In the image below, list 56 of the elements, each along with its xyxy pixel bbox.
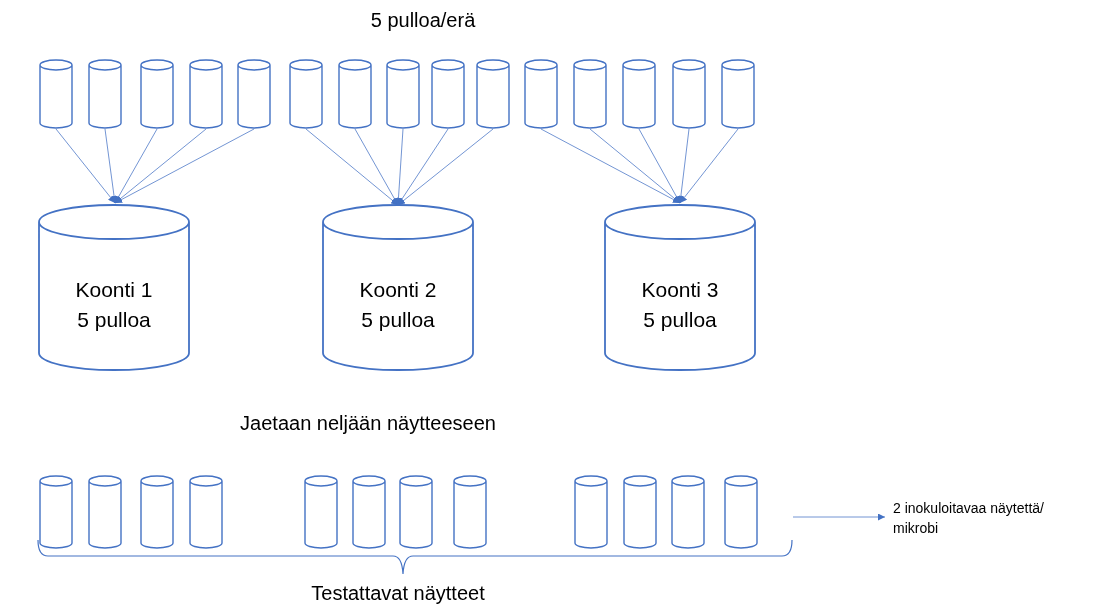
cylinder bbox=[39, 59, 73, 129]
text-label: Testattavat näytteet bbox=[311, 581, 485, 605]
arrow bbox=[104, 128, 118, 204]
node-text: 5 pulloa bbox=[643, 306, 717, 333]
node-text: 2 inokuloitavaa näytettä/ mikrobi bbox=[893, 499, 1045, 538]
cylinder bbox=[386, 59, 420, 129]
cylinder bbox=[322, 204, 474, 371]
node-text: Koonti 3 bbox=[641, 276, 719, 303]
cylinder bbox=[431, 59, 465, 129]
arrow bbox=[397, 128, 494, 206]
arrow bbox=[114, 128, 158, 204]
cylinder bbox=[38, 204, 190, 371]
cylinder bbox=[352, 475, 386, 549]
node-text: 5 pulloa bbox=[77, 306, 151, 333]
cylinder bbox=[671, 475, 705, 549]
cylinder bbox=[524, 59, 558, 129]
text-label: 5 pulloa/erä bbox=[370, 8, 476, 32]
arrow bbox=[589, 128, 681, 204]
cylinder bbox=[189, 59, 223, 129]
cylinder bbox=[623, 475, 657, 549]
cylinder bbox=[237, 59, 271, 129]
cylinder bbox=[304, 475, 338, 549]
cylinder bbox=[189, 475, 223, 549]
text-label: Jaetaan neljään näytteeseen bbox=[240, 411, 496, 435]
node-text: Koonti 2 bbox=[359, 276, 437, 303]
cylinder bbox=[453, 475, 487, 549]
arrow bbox=[679, 128, 739, 204]
cylinder bbox=[476, 59, 510, 129]
cylinder bbox=[724, 475, 758, 549]
node-text: Koonti 1 bbox=[75, 276, 153, 303]
arrow bbox=[305, 128, 399, 206]
cylinder bbox=[399, 475, 433, 549]
arrow bbox=[55, 128, 116, 204]
arrow bbox=[792, 513, 886, 521]
cylinder bbox=[39, 475, 73, 549]
cylinder bbox=[289, 59, 323, 129]
cylinder bbox=[338, 59, 372, 129]
cylinder bbox=[140, 475, 174, 549]
cylinder bbox=[140, 59, 174, 129]
arrow bbox=[394, 128, 404, 206]
cylinder bbox=[88, 475, 122, 549]
cylinder bbox=[622, 59, 656, 129]
arrow bbox=[397, 128, 449, 206]
cylinder bbox=[88, 59, 122, 129]
cylinder bbox=[721, 59, 755, 129]
arrow bbox=[638, 128, 681, 204]
arrow bbox=[114, 128, 207, 204]
cylinder bbox=[573, 59, 607, 129]
cylinder bbox=[604, 204, 756, 371]
arrow bbox=[354, 128, 399, 206]
node-text: 5 pulloa bbox=[361, 306, 435, 333]
arrow bbox=[540, 128, 681, 204]
arrow bbox=[114, 128, 255, 204]
cylinder bbox=[672, 59, 706, 129]
cylinder bbox=[574, 475, 608, 549]
arrow bbox=[677, 128, 690, 204]
